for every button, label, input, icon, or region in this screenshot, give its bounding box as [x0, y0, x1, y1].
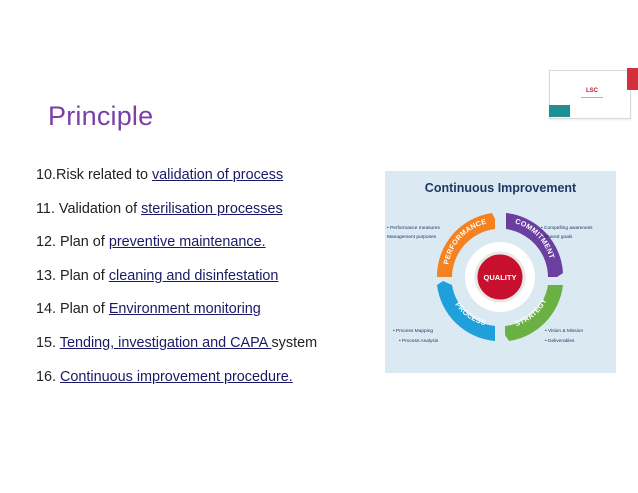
strategy-segment	[505, 285, 563, 341]
logo-underline	[581, 97, 603, 98]
logo-red-accent	[627, 68, 638, 90]
item-prefix: 15.	[36, 334, 60, 351]
continuous-improvement-diagram: Continuous Improvement QUALITY PERFORMAN…	[385, 171, 616, 373]
list-item: 15. Tending, investigation and CAPA syst…	[36, 334, 317, 368]
item-suffix: system	[271, 334, 318, 351]
logo-text: LSC	[586, 88, 598, 94]
note-shared-goals: • Shared goals	[541, 234, 573, 240]
item-prefix: 12. Plan of	[36, 234, 109, 251]
item-link[interactable]: preventive maintenance.	[108, 234, 266, 251]
item-prefix: 16.	[36, 368, 61, 385]
item-prefix: 13. Plan of	[36, 267, 109, 284]
performance-segment	[436, 213, 495, 277]
diagram-title: Continuous Improvement	[425, 181, 577, 195]
item-link[interactable]: validation of process	[151, 167, 284, 183]
process-segment	[437, 281, 495, 341]
diagram-svg: Continuous Improvement QUALITY PERFORMAN…	[387, 181, 593, 344]
list-item: 13. Plan of cleaning and disinfestation	[36, 267, 317, 301]
item-link[interactable]: Tending, investigation and CAPA	[59, 334, 272, 351]
list-item: 10.Risk related to validation of process	[36, 166, 317, 200]
logo-teal-accent	[549, 105, 570, 117]
commitment-segment	[506, 213, 563, 277]
list-item: 14. Plan of Environment monitoring	[36, 300, 317, 334]
note-management-purposes: Management purposes	[387, 234, 437, 240]
item-prefix: 11. Validation of	[36, 200, 142, 217]
item-link[interactable]: Continuous improvement procedure.	[60, 368, 293, 385]
list-item: 12. Plan of preventive maintenance.	[36, 233, 317, 267]
note-compelling-awareness: • Compelling awareness	[541, 225, 593, 231]
item-link[interactable]: sterilisation processes	[141, 200, 283, 217]
item-link[interactable]: cleaning and disinfestation	[108, 267, 279, 284]
slide-title: Principle	[48, 101, 154, 131]
list-item: 16. Continuous improvement procedure.	[36, 368, 317, 402]
item-prefix: 10.Risk related to	[36, 167, 152, 183]
note-process-mapping: • Process Mapping	[393, 328, 433, 334]
note-deliverables: • Deliverables	[545, 338, 575, 344]
list-item: 11. Validation of sterilisation processe…	[36, 200, 317, 234]
note-process-analysis: • Process Analysis	[399, 338, 439, 344]
item-link[interactable]: Environment monitoring	[108, 301, 261, 318]
quality-core	[474, 251, 526, 303]
principle-list: 10.Risk related to validation of process…	[36, 166, 317, 401]
note-vision-mission: • Vision & Mission	[545, 328, 583, 334]
quality-label: QUALITY	[484, 273, 517, 282]
note-performance-measures: • Performance measures	[387, 225, 440, 231]
item-prefix: 14. Plan of	[36, 301, 109, 318]
